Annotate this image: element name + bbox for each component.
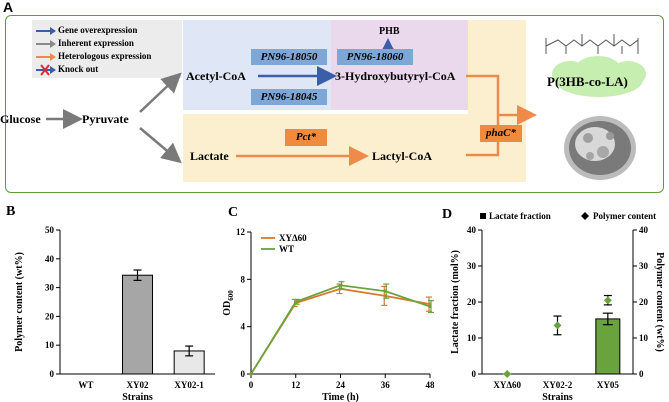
blue-arrow-icon (36, 27, 56, 35)
heterologous-region (183, 114, 468, 182)
x-tick-label: 12 (291, 380, 301, 390)
pyruvate-to-acetylcoa-arrow (139, 72, 182, 113)
acetylcoa-label: Acetyl-CoA (186, 69, 246, 83)
bar (122, 274, 153, 375)
y-axis-label-main: OD (222, 301, 233, 316)
polymer-structure-icon (545, 34, 639, 54)
data-point (503, 370, 512, 378)
x-tick-label: XY02-2 (543, 380, 573, 390)
data-point (294, 300, 298, 304)
cell-micrograph-icon (564, 116, 636, 180)
pyruvate-label: Pyruvate (82, 112, 129, 126)
glucose-label: Glucose (0, 112, 41, 126)
legend-label: XYΔ60 (279, 233, 307, 243)
x-axis-label: Strains (542, 392, 573, 402)
y-tick-label-right: 0 (639, 369, 644, 379)
data-point (338, 283, 343, 287)
y-tick-label: 30 (467, 261, 477, 271)
legend-swatch (480, 213, 486, 219)
y-tick-label: 8 (241, 274, 246, 284)
orange-arrow-icon (36, 53, 56, 61)
legend-swatch (581, 212, 589, 220)
y-tick-label: 50 (45, 225, 55, 235)
knockout-region (331, 20, 468, 110)
data-point (383, 289, 387, 293)
legend-label: Knock out (58, 64, 99, 74)
x-tick-label: 48 (426, 380, 436, 390)
x-tick-label: 24 (336, 380, 346, 390)
y-tick-label: 40 (45, 254, 55, 264)
hydroxybutyrylcoa-label: 3-Hydroxybutyryl-CoA (335, 69, 456, 83)
y-tick-label: 0 (472, 369, 477, 379)
x-tick-label: 36 (381, 380, 391, 390)
bar (595, 318, 621, 375)
legend-label: WT (279, 244, 294, 254)
y-tick-label: 10 (45, 340, 55, 350)
pathway-legend: Gene overexpression Inherent expression … (32, 20, 182, 78)
y-tick-label: 0 (50, 369, 55, 379)
panel-c-letter: C (228, 205, 238, 220)
legend-label: Polymer content (593, 211, 656, 221)
legend-knock-out: Knock out (32, 64, 182, 76)
gene-phac: phaC* (480, 125, 522, 142)
y-tick-label-right: 40 (639, 225, 649, 235)
y-tick-label: 12 (236, 227, 246, 237)
x-axis-label: Strains (122, 392, 153, 402)
product-cloud-icon (552, 56, 646, 97)
pathway-frame (5, 15, 664, 193)
y-tick-label: 20 (467, 297, 477, 307)
y-axis-label: OD600 (222, 290, 235, 316)
legend-heterologous-expression: Heterologous expression (32, 51, 182, 63)
y-axis-label: Polymer content (wt%) (14, 252, 25, 352)
panel-a-letter: A (3, 0, 14, 15)
panel-b-letter: B (6, 204, 15, 219)
phac-bracket (466, 74, 500, 157)
data-point (553, 321, 562, 330)
product-graphic (545, 34, 646, 180)
gene-pn96-18050: PN96-18050 (251, 49, 327, 65)
y-tick-label: 4 (241, 322, 246, 332)
data-point (428, 304, 432, 309)
legend-label: Lactate fraction (489, 211, 551, 221)
gene-pn96-18060: PN96-18060 (337, 49, 413, 65)
y-tick-label: 40 (467, 225, 477, 235)
y-tick-label: 0 (241, 369, 246, 379)
x-tick-label: XY05 (597, 380, 619, 390)
x-tick-label: XY02 (127, 380, 149, 390)
x-tick-label: 0 (249, 380, 254, 390)
lactylcoa-label: Lactyl-CoA (372, 149, 432, 163)
knockout-cross-icon (36, 64, 56, 76)
product-label: P(3HB-co-LA) (547, 74, 628, 89)
y-tick-label: 30 (45, 283, 55, 293)
y-axis-label-right: Polymer content (wt%) (654, 252, 665, 352)
gray-arrow-icon (36, 40, 56, 48)
pyruvate-to-lactate-arrow (139, 127, 182, 164)
y-tick-label-right: 20 (639, 297, 649, 307)
y-tick-label-right: 10 (639, 333, 649, 343)
gene-pn96-18045: PN96-18045 (251, 89, 327, 105)
x-axis-label: Time (h) (322, 392, 359, 402)
phb-label: PHB (379, 26, 400, 37)
data-point (249, 372, 253, 376)
x-tick-label: XY02-1 (174, 380, 204, 390)
y-axis-label: Lactate fraction (mol%) (450, 250, 461, 354)
y-tick-label: 20 (45, 311, 55, 321)
legend-label: Inherent expression (58, 38, 134, 48)
data-point (603, 296, 612, 305)
legend-inherent-expression: Inherent expression (32, 38, 182, 50)
lactate-label: Lactate (190, 149, 229, 163)
y-tick-label-right: 30 (639, 261, 649, 271)
y-tick-label: 10 (467, 333, 477, 343)
gene-pct: Pct* (285, 129, 327, 146)
y-axis-label-subscript: 600 (227, 290, 235, 301)
x-tick-label: XYΔ60 (493, 380, 521, 390)
legend-label: Heterologous expression (58, 51, 152, 61)
legend-label: Gene overexpression (58, 25, 138, 35)
panel-d-letter: D (442, 207, 452, 222)
x-tick-label: WT (78, 380, 93, 390)
legend-gene-overexpression: Gene overexpression (32, 25, 182, 37)
